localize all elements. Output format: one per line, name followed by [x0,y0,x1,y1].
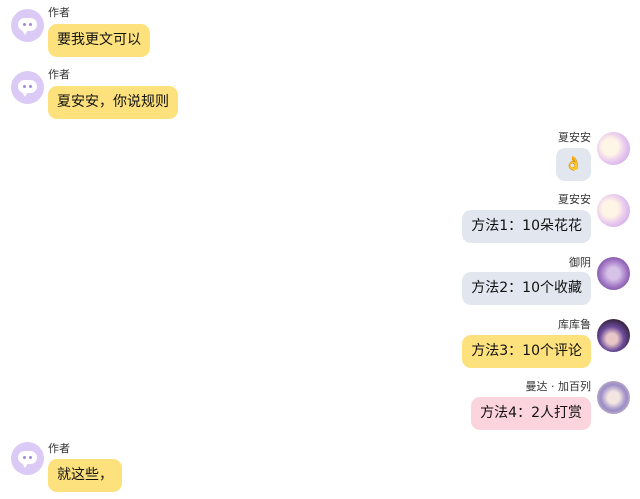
user-avatar[interactable] [597,132,630,165]
sender-name: 夏安安 [558,131,591,144]
message-bubble[interactable]: 方法2：10个收藏 [462,272,591,305]
chat-bubble-icon [18,18,37,35]
sender-name: 作者 [48,442,70,455]
sender-name: 库库鲁 [558,318,591,331]
user-avatar[interactable] [597,319,630,352]
message-bubble[interactable]: 👌 [555,148,591,181]
user-avatar[interactable] [597,194,630,227]
sender-name: 作者 [48,68,70,81]
user-avatar[interactable] [597,381,630,414]
chat-bubble-icon [18,80,37,97]
message-bubble[interactable]: 夏安安，你说规则 [48,86,178,119]
user-avatar[interactable] [597,257,630,290]
message-bubble[interactable]: 就这些， [48,459,122,492]
message-bubble[interactable]: 要我更文可以 [48,24,150,57]
sender-name: 御阴 [569,256,591,269]
message-bubble[interactable]: 方法3：10个评论 [462,335,591,368]
message-bubble[interactable]: 方法4：2人打赏 [471,397,591,430]
message-bubble[interactable]: 方法1：10朵花花 [462,210,591,243]
sender-name: 夏安安 [558,193,591,206]
sender-name: 作者 [48,6,70,19]
author-avatar[interactable] [11,71,44,104]
sender-name: 曼达 · 加百列 [525,380,592,393]
author-avatar[interactable] [11,442,44,475]
chat-bubble-icon [18,451,37,468]
author-avatar[interactable] [11,9,44,42]
